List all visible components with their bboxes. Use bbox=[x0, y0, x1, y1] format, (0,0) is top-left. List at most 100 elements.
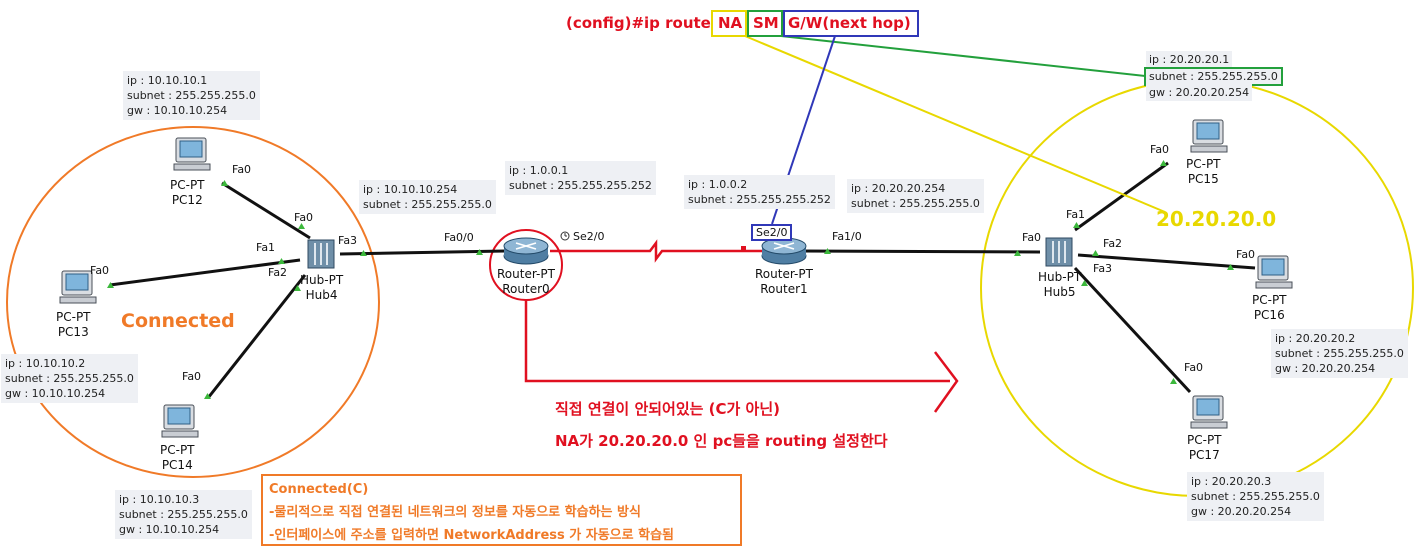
router0-fa-ip: ip : 10.10.10.254 bbox=[363, 183, 458, 196]
hub5-icon[interactable] bbox=[1045, 237, 1073, 267]
network-address-label: 20.20.20.0 bbox=[1156, 207, 1277, 231]
command-prefix: (config)#ip route bbox=[566, 14, 711, 32]
hub4-fa0-label: Fa0 bbox=[294, 211, 314, 224]
hub4-name: Hub4 bbox=[305, 288, 338, 302]
connected-region-circle bbox=[6, 126, 380, 478]
port-dot bbox=[204, 393, 211, 399]
router0-fa00-label: Fa0/0 bbox=[444, 231, 474, 244]
router1-name: Router1 bbox=[760, 282, 808, 296]
pc17-computer-icon[interactable] bbox=[1190, 395, 1228, 429]
pc17-subnet: subnet : 255.255.255.0 bbox=[1191, 490, 1320, 503]
port-dot bbox=[1092, 250, 1099, 256]
link-pc13-hub4 bbox=[109, 258, 301, 287]
sm-box: SM bbox=[747, 10, 783, 37]
pc16-computer-icon[interactable] bbox=[1255, 255, 1293, 289]
pc12-ip: ip : 10.10.10.1 bbox=[127, 74, 208, 87]
port-dot bbox=[294, 285, 301, 291]
router0-fa-subnet: subnet : 255.255.255.0 bbox=[363, 198, 492, 211]
serial-link-router0-router1 bbox=[550, 239, 770, 263]
router1-label[interactable]: Router-PT Router1 bbox=[755, 267, 813, 297]
routing-arrow-head bbox=[933, 351, 959, 413]
hub5-fa3-label: Fa3 bbox=[1093, 262, 1113, 275]
link-light-red bbox=[741, 246, 746, 251]
pc13-subnet: subnet : 255.255.255.0 bbox=[5, 372, 134, 385]
pc13-gw: gw : 10.10.10.254 bbox=[5, 387, 106, 400]
pc12-type: PC-PT bbox=[170, 178, 205, 192]
router1-fa-ip: ip : 20.20.20.254 bbox=[851, 182, 946, 195]
hub5-fa0-label: Fa0 bbox=[1022, 231, 1042, 244]
port-dot bbox=[1081, 280, 1088, 286]
hub5-label[interactable]: Hub-PT Hub5 bbox=[1038, 270, 1081, 300]
pc15-label[interactable]: PC-PT PC15 bbox=[1186, 157, 1221, 187]
pc16-gw: gw : 20.20.20.254 bbox=[1275, 362, 1376, 375]
link-hub4-router0 bbox=[339, 249, 506, 256]
pc16-name: PC16 bbox=[1253, 308, 1285, 322]
na-text: NA bbox=[718, 14, 743, 32]
router0-se-ip: ip : 1.0.0.1 bbox=[509, 164, 569, 177]
router1-se-ip: ip : 1.0.0.2 bbox=[688, 178, 748, 191]
port-dot bbox=[360, 250, 367, 256]
router1-icon[interactable] bbox=[761, 237, 807, 265]
link-pc15-hub5 bbox=[1074, 161, 1169, 232]
router0-icon[interactable] bbox=[503, 237, 549, 265]
pc13-ip: ip : 10.10.10.2 bbox=[5, 357, 86, 370]
router0-name: Router0 bbox=[502, 282, 550, 296]
pc17-port-label: Fa0 bbox=[1184, 361, 1204, 374]
pc15-port-label: Fa0 bbox=[1150, 143, 1170, 156]
pc17-gw: gw : 20.20.20.254 bbox=[1191, 505, 1292, 518]
routing-note-line1: 직접 연결이 안되어있는 (C가 아닌) bbox=[555, 400, 781, 418]
pc12-name: PC12 bbox=[171, 193, 203, 207]
pc13-name: PC13 bbox=[57, 325, 89, 339]
hub4-label[interactable]: Hub-PT Hub4 bbox=[300, 273, 343, 303]
port-dot bbox=[221, 180, 228, 186]
na-pointer-line bbox=[744, 35, 1166, 213]
pc12-label[interactable]: PC-PT PC12 bbox=[170, 178, 205, 208]
router0-type: Router-PT bbox=[497, 267, 555, 281]
na-box: NA bbox=[711, 10, 747, 37]
pc14-name: PC14 bbox=[161, 458, 193, 472]
pc15-gw: gw : 20.20.20.254 bbox=[1149, 86, 1250, 99]
port-dot bbox=[824, 248, 831, 254]
pc14-label[interactable]: PC-PT PC14 bbox=[160, 443, 195, 473]
router1-fa-info: ip : 20.20.20.254 subnet : 255.255.255.0 bbox=[847, 179, 984, 213]
pc17-label[interactable]: PC-PT PC17 bbox=[1187, 433, 1222, 463]
pc12-subnet: subnet : 255.255.255.0 bbox=[127, 89, 256, 102]
ip-route-command: (config)#ip route bbox=[566, 14, 711, 32]
router0-label[interactable]: Router-PT Router0 bbox=[497, 267, 555, 297]
routing-note-line2: NA가 20.20.20.0 인 pc들을 routing 설정한다 bbox=[555, 432, 888, 450]
pc17-ip: ip : 20.20.20.3 bbox=[1191, 475, 1272, 488]
pc16-label[interactable]: PC-PT PC16 bbox=[1252, 293, 1287, 323]
router0-fa-info: ip : 10.10.10.254 subnet : 255.255.255.0 bbox=[359, 180, 496, 214]
sm-text: SM bbox=[753, 14, 779, 32]
pc16-info: ip : 20.20.20.2 subnet : 255.255.255.0 g… bbox=[1271, 329, 1408, 378]
pc12-info: ip : 10.10.10.1 subnet : 255.255.255.0 g… bbox=[123, 71, 260, 120]
pc14-computer-icon[interactable] bbox=[161, 404, 199, 438]
pc14-gw: gw : 10.10.10.254 bbox=[119, 523, 220, 536]
pc16-port-label: Fa0 bbox=[1236, 248, 1256, 261]
gw-text: G/W(next hop) bbox=[788, 14, 911, 32]
pc14-subnet: subnet : 255.255.255.0 bbox=[119, 508, 248, 521]
hub4-fa2-label: Fa2 bbox=[268, 266, 288, 279]
router1-fa-subnet: subnet : 255.255.255.0 bbox=[851, 197, 980, 210]
hub4-fa1-label: Fa1 bbox=[256, 241, 276, 254]
pc12-gw: gw : 10.10.10.254 bbox=[127, 104, 228, 117]
link-pc14-hub4 bbox=[206, 274, 307, 399]
hub5-name: Hub5 bbox=[1043, 285, 1076, 299]
pc13-port-label: Fa0 bbox=[90, 264, 110, 277]
port-dot bbox=[278, 258, 285, 264]
connected-label: Connected bbox=[121, 310, 235, 332]
router1-se-info: ip : 1.0.0.2 subnet : 255.255.255.252 bbox=[684, 175, 835, 209]
clock-icon bbox=[560, 231, 570, 241]
router1-se20-label: Se2/0 bbox=[756, 226, 788, 239]
pc13-label[interactable]: PC-PT PC13 bbox=[56, 310, 91, 340]
pc13-computer-icon[interactable] bbox=[59, 270, 97, 304]
link-pc12-hub4 bbox=[221, 181, 311, 240]
hub4-icon[interactable] bbox=[307, 239, 335, 269]
router1-se-subnet: subnet : 255.255.255.252 bbox=[688, 193, 831, 206]
pc15-computer-icon[interactable] bbox=[1190, 119, 1228, 153]
pc14-type: PC-PT bbox=[160, 443, 195, 457]
pc14-port-label: Fa0 bbox=[182, 370, 202, 383]
port-dot bbox=[107, 282, 114, 288]
pc12-computer-icon[interactable] bbox=[173, 137, 211, 171]
